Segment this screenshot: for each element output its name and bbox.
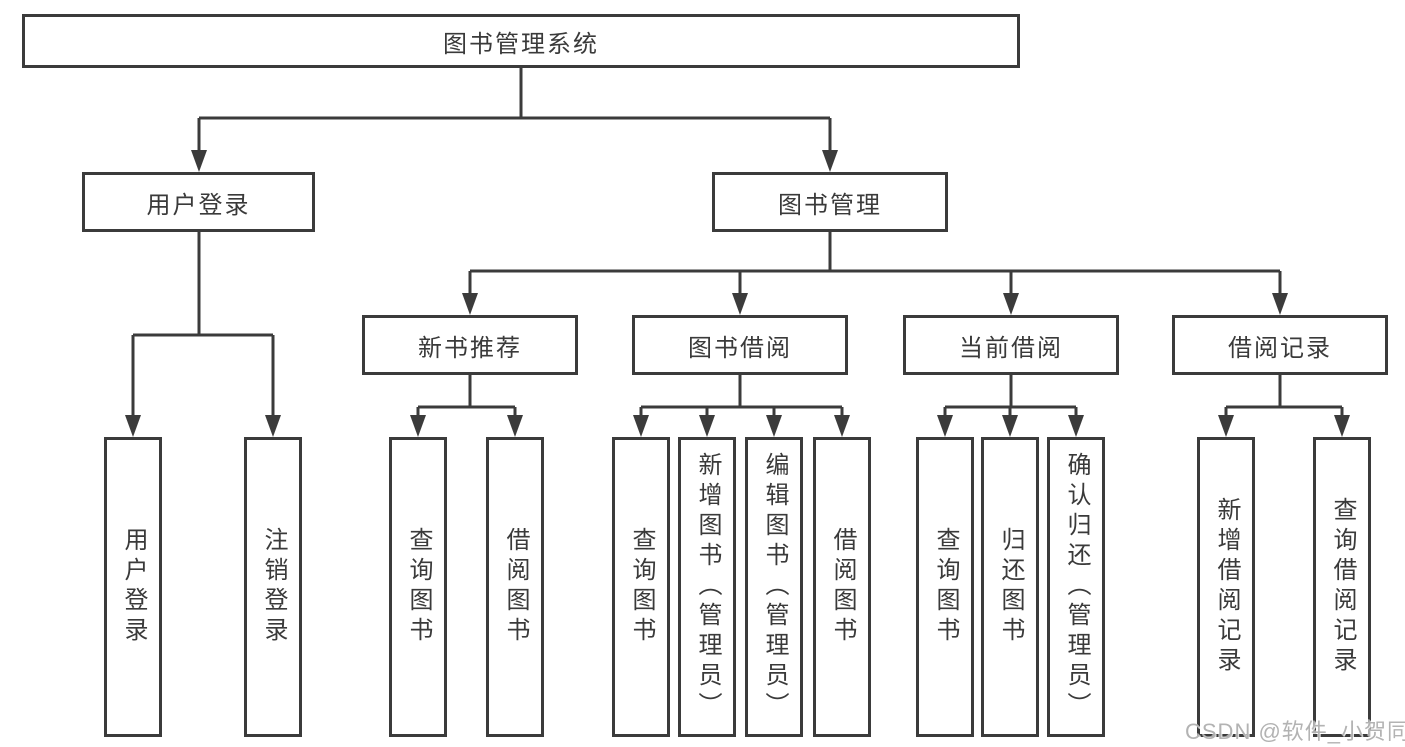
node-label: 借阅记录 [1228,334,1332,362]
arrowhead-icon [1003,293,1019,315]
leaf-add-borrow-record: 新增借阅记录 [1197,437,1255,737]
node-book-management: 图书管理 [712,172,948,232]
node-label: 查询图书 [932,527,959,647]
node-label: 注销登录 [260,527,287,647]
node-label: 当前借阅 [959,334,1063,362]
arrowhead-icon [1218,415,1234,437]
csdn-watermark: CSDN @软件_小贺同学 [1185,719,1405,744]
arrowhead-icon [937,415,953,437]
node-current-borrow: 当前借阅 [903,315,1119,375]
leaf-edit-books-admin: 编辑图书（管理员） [745,437,803,737]
connector-records-to-leaves [1224,375,1344,419]
connector-login-to-leaves [131,232,275,419]
node-label: 新增借阅记录 [1213,497,1240,677]
connector-newrec-to-leaves [416,375,517,419]
connector-root-to-level2 [197,68,832,152]
leaf-query-books-newrec: 查询图书 [389,437,447,737]
arrowhead-icon [462,293,478,315]
connector-current-to-leaves [943,375,1078,419]
arrowhead-icon [507,415,523,437]
node-label: 用户登录 [120,527,147,647]
node-label: 图书管理 [778,191,882,219]
node-label: 查询图书 [405,527,432,647]
arrowhead-icon [265,415,281,437]
arrowhead-icon [834,415,850,437]
arrowhead-icon [191,150,207,172]
arrowhead-icon [125,415,141,437]
node-label: 查询借阅记录 [1329,497,1356,677]
node-label: 借阅图书 [502,527,529,647]
leaf-add-books-admin: 新增图书（管理员） [678,437,736,737]
arrowhead-icon [1068,415,1084,437]
arrowhead-icon [1002,415,1018,437]
connector-mgmt-to-level3 [468,232,1282,296]
arrowhead-icon [633,415,649,437]
node-library-system: 图书管理系统 [22,14,1020,68]
node-label: 新书推荐 [418,334,522,362]
node-label: 归还图书 [997,527,1024,647]
node-label: 用户登录 [146,191,251,219]
arrowhead-icon [766,415,782,437]
node-book-borrow: 图书借阅 [632,315,848,375]
node-new-book-recommend: 新书推荐 [362,315,578,375]
arrowhead-icon [1272,293,1288,315]
node-label: 图书管理系统 [443,30,599,58]
connector-borrow-to-leaves [639,375,844,419]
leaf-logout: 注销登录 [244,437,302,737]
node-user-login: 用户登录 [82,172,315,232]
leaf-query-books-current: 查询图书 [916,437,974,737]
leaf-borrow-books: 借阅图书 [813,437,871,737]
arrowhead-icon [822,150,838,172]
node-label: 编辑图书（管理员） [761,452,788,722]
node-label: 借阅图书 [829,527,856,647]
leaf-query-borrow-record: 查询借阅记录 [1313,437,1371,737]
node-label: 图书借阅 [688,334,792,362]
node-label: 确认归还（管理员） [1063,452,1090,722]
leaf-borrow-books-newrec: 借阅图书 [486,437,544,737]
node-label: 新增图书（管理员） [694,452,721,722]
node-borrow-records: 借阅记录 [1172,315,1388,375]
arrowhead-icon [1334,415,1350,437]
leaf-return-books: 归还图书 [981,437,1039,737]
leaf-confirm-return-admin: 确认归还（管理员） [1047,437,1105,737]
arrowhead-icon [699,415,715,437]
arrowheads [125,150,1350,437]
arrowhead-icon [410,415,426,437]
node-label: 查询图书 [628,527,655,647]
leaf-query-books-borrow: 查询图书 [612,437,670,737]
arrowhead-icon [732,293,748,315]
leaf-user-login: 用户登录 [104,437,162,737]
